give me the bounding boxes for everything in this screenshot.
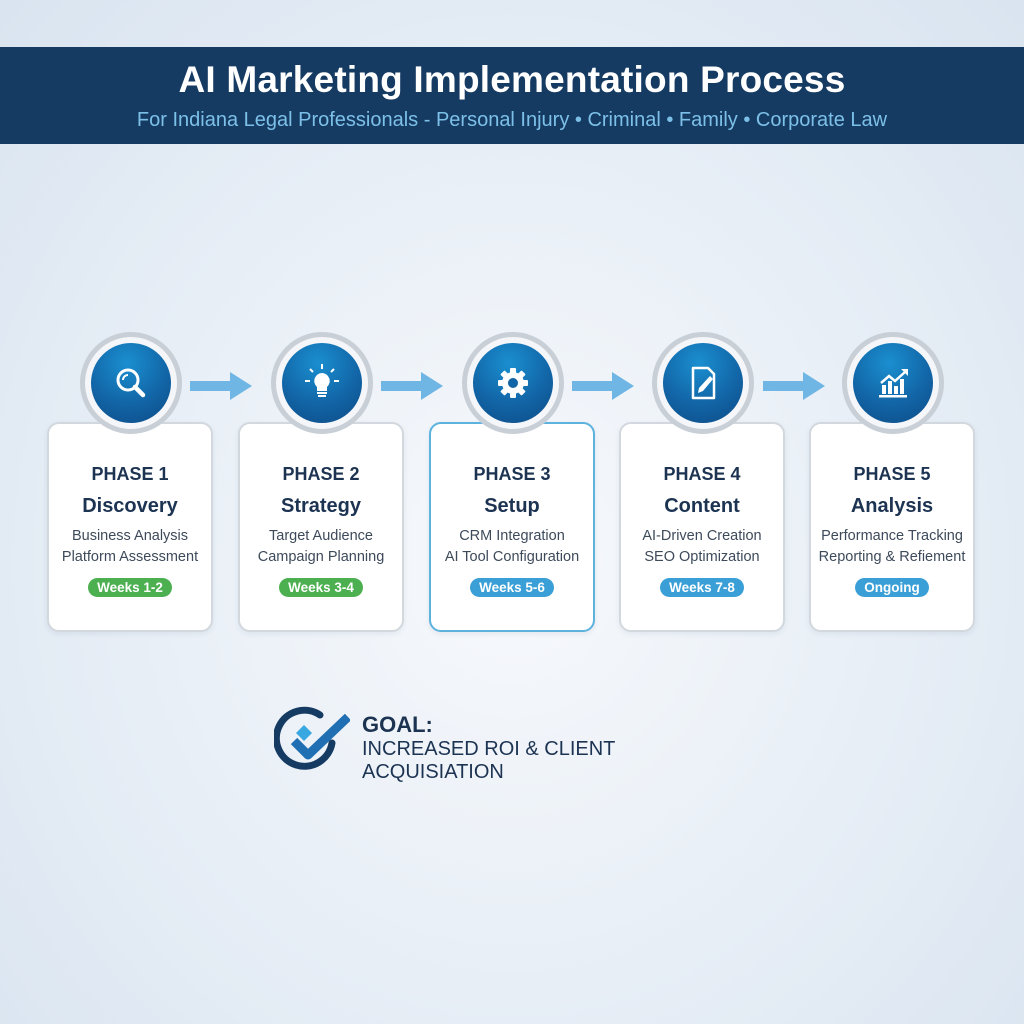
goal-text: INCREASED ROI & CLIENT ACQUISIATION [362, 738, 616, 783]
phase-detail-1: CRM Integration [459, 528, 565, 544]
phase-name: Discovery [82, 495, 178, 517]
arrow-right-icon [763, 372, 825, 400]
phase-5-card: PHASE 5 Analysis Performance Tracking Re… [809, 422, 975, 632]
check-circle-icon [274, 706, 350, 770]
phase-detail-1: Performance Tracking [821, 528, 963, 544]
phase-detail-2: Campaign Planning [257, 549, 385, 565]
phase-4-icon-ring [652, 332, 754, 434]
phase-number: PHASE 5 [853, 464, 931, 484]
title-banner: AI Marketing Implementation Process For … [0, 47, 1024, 144]
gear-icon [498, 368, 528, 398]
phase-3-icon-ring [462, 332, 564, 434]
timeline-badge: Ongoing [855, 578, 929, 597]
phase-1-icon-ring [80, 332, 182, 434]
timeline-badge: Weeks 3-4 [279, 578, 363, 597]
timeline-badge: Weeks 5-6 [470, 578, 554, 597]
magnifier-icon [116, 368, 146, 398]
phase-detail-2: Reporting & Refiement [818, 549, 966, 565]
arrow-right-icon [190, 372, 252, 400]
phase-4-card: PHASE 4 Content AI-Driven Creation SEO O… [619, 422, 785, 632]
phase-detail-2: Platform Assessment [61, 549, 199, 565]
phase-number: PHASE 1 [91, 464, 169, 484]
timeline-badge: Weeks 7-8 [660, 578, 744, 597]
growth-chart-icon [879, 369, 908, 398]
lightbulb-icon [305, 364, 339, 397]
arrow-right-icon [572, 372, 634, 400]
phase-5-icon-ring [842, 332, 944, 434]
phase-1-card: PHASE 1 Discovery Business Analysis Plat… [47, 422, 213, 632]
timeline-badge: Weeks 1-2 [88, 578, 172, 597]
document-pen-icon [691, 366, 716, 400]
phase-detail-2: SEO Optimization [644, 549, 760, 565]
phase-number: PHASE 2 [282, 464, 360, 484]
goal-statement: GOAL: INCREASED ROI & CLIENT ACQUISIATIO… [274, 703, 744, 783]
phase-detail-1: Target Audience [269, 528, 373, 544]
phase-2-card: PHASE 2 Strategy Target Audience Campaig… [238, 422, 404, 632]
phase-name: Content [664, 495, 740, 517]
phase-detail-1: AI-Driven Creation [642, 528, 762, 544]
phase-detail-2: AI Tool Configuration [444, 549, 580, 565]
phase-number: PHASE 4 [663, 464, 741, 484]
goal-label: GOAL: [362, 712, 433, 737]
page-subtitle: For Indiana Legal Professionals - Person… [136, 109, 888, 131]
phase-detail-1: Business Analysis [71, 528, 189, 544]
phase-3-card: PHASE 3 Setup CRM Integration AI Tool Co… [429, 422, 595, 632]
phase-2-icon-ring [271, 332, 373, 434]
phase-name: Strategy [280, 495, 362, 517]
arrow-right-icon [381, 372, 443, 400]
phase-name: Setup [484, 495, 540, 517]
phase-name: Analysis [850, 495, 934, 517]
page-title: AI Marketing Implementation Process [178, 59, 846, 100]
phase-number: PHASE 3 [473, 464, 551, 484]
